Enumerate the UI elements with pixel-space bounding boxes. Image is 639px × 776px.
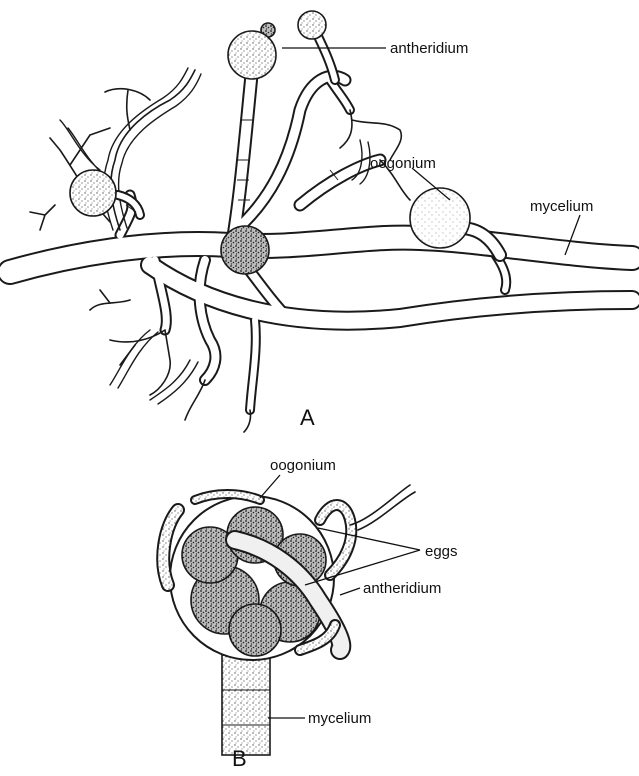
leader-b-antheridium	[340, 588, 360, 595]
panel-letter-b: B	[232, 746, 247, 771]
oogonium-right	[410, 188, 470, 248]
oogonium-center	[221, 226, 269, 274]
leader-b-oogonium	[260, 475, 280, 498]
label-a-mycelium: mycelium	[530, 198, 593, 215]
label-b-eggs: eggs	[425, 543, 458, 560]
panel-a-mycelium-hyphae	[10, 70, 632, 410]
panel-b-mycelium-stalk	[222, 655, 270, 755]
label-a-oogonium: oogonium	[370, 155, 436, 172]
panel-a: antheridium oogonium mycelium A	[10, 11, 632, 432]
label-b-oogonium: oogonium	[270, 457, 336, 474]
label-a-antheridium: antheridium	[390, 40, 468, 57]
panel-letter-a: A	[300, 405, 315, 430]
leader-b-eggs-1	[318, 528, 420, 550]
label-b-antheridium: antheridium	[363, 580, 441, 597]
oogonium-top	[228, 31, 276, 79]
oogonium-left	[70, 170, 116, 216]
label-b-mycelium: mycelium	[308, 710, 371, 727]
panel-b: oogonium eggs antheridium mycelium B	[163, 457, 457, 771]
